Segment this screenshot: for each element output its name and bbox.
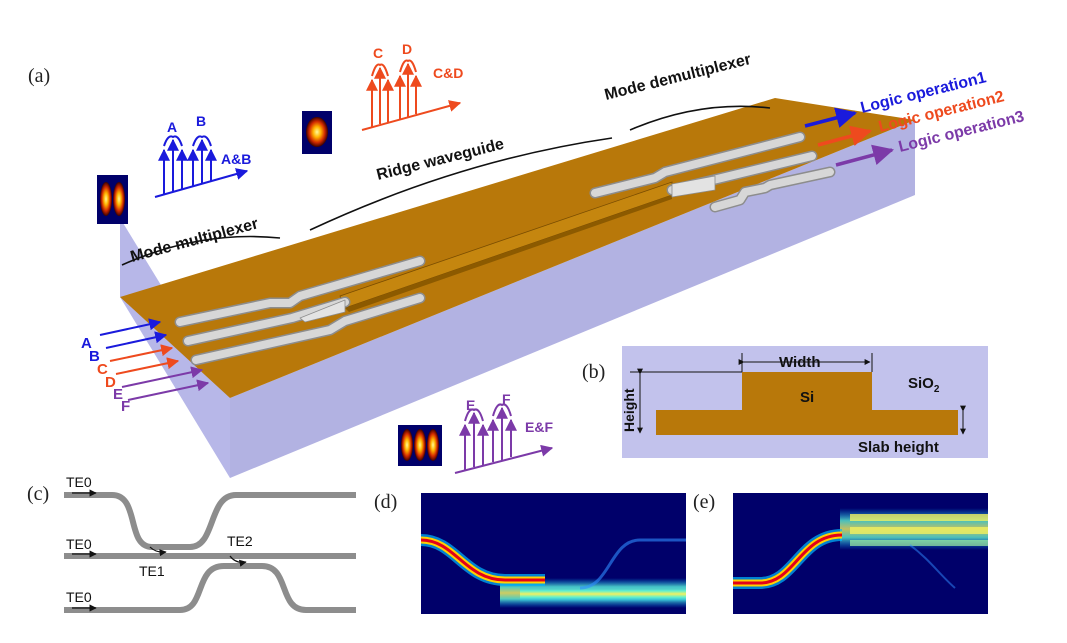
mux-waveguides xyxy=(174,255,426,366)
signal-label-a: A xyxy=(167,119,177,135)
panel-a-label: (a) xyxy=(28,65,50,87)
signal-group-ef xyxy=(454,403,554,474)
input-arrows xyxy=(99,318,210,401)
signal-result-ab: A&B xyxy=(221,151,251,167)
input-label-b: B xyxy=(89,348,100,365)
field-simulation-e xyxy=(733,493,988,614)
input-label-c: C xyxy=(97,361,108,378)
panel-e-label: (e) xyxy=(693,491,715,513)
mode-profile-te2 xyxy=(398,425,442,466)
te0-top-label: TE0 xyxy=(66,474,92,490)
signal-label-e: E xyxy=(466,397,475,413)
cross-section: Width Height Si SiO2 Slab height xyxy=(621,346,988,458)
signal-result-ef: E&F xyxy=(525,419,553,435)
field-simulation-d xyxy=(420,493,686,614)
signal-label-f: F xyxy=(502,391,511,407)
label-ridge-waveguide: Ridge waveguide xyxy=(375,136,506,184)
coupler-arrows xyxy=(72,489,247,612)
silicon-ridge xyxy=(656,372,958,435)
signal-result-cd: C&D xyxy=(433,65,463,81)
height-label: Height xyxy=(621,388,637,432)
sio2-label: SiO2 xyxy=(908,375,940,395)
signal-label-c: C xyxy=(373,45,383,61)
coupler-schematic xyxy=(64,492,356,613)
signal-label-b: B xyxy=(196,113,206,129)
chip-right-side xyxy=(230,120,915,478)
output-arrows xyxy=(804,107,895,167)
si-label: Si xyxy=(800,389,814,406)
input-labels: A B C D E F xyxy=(81,335,130,415)
te1-label: TE1 xyxy=(139,563,165,579)
panel-b-label: (b) xyxy=(582,361,605,383)
section-braces xyxy=(121,105,771,266)
input-label-f: F xyxy=(121,398,130,415)
signal-group-ab xyxy=(154,135,249,198)
label-mode-demultiplexer: Mode demultiplexer xyxy=(603,51,753,104)
panel-d-label: (d) xyxy=(374,491,397,513)
slab-height-label: Slab height xyxy=(858,439,939,456)
input-label-d: D xyxy=(105,374,116,391)
signal-label-d: D xyxy=(402,41,412,57)
input-label-a: A xyxy=(81,335,92,352)
te2-label: TE2 xyxy=(227,533,253,549)
mode-profile-te1 xyxy=(97,175,128,224)
demux-waveguides xyxy=(589,131,836,213)
chip-front-side xyxy=(120,218,230,478)
te0-bot-label: TE0 xyxy=(66,589,92,605)
mode-profile-te0 xyxy=(302,111,332,154)
signal-group-cd xyxy=(361,59,462,131)
width-label: Width xyxy=(779,354,821,371)
input-label-e: E xyxy=(113,386,123,403)
label-mode-multiplexer: Mode multiplexer xyxy=(129,215,260,265)
te0-mid-label: TE0 xyxy=(66,536,92,552)
panel-c-label: (c) xyxy=(27,483,49,505)
